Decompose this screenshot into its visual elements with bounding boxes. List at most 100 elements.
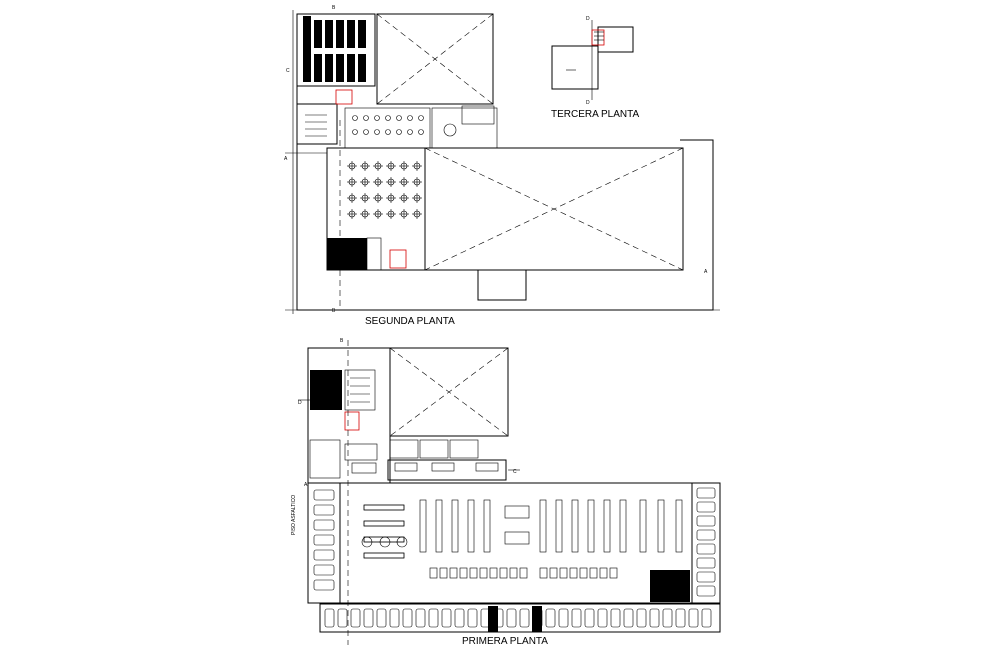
checkout <box>569 567 578 579</box>
section-mark-d-bottom: D <box>586 100 590 106</box>
parked-car <box>675 608 686 628</box>
first-floor-plan: D C B A PISO ASFALTICO <box>291 338 721 645</box>
checkout <box>449 567 458 579</box>
parking-row <box>319 603 721 633</box>
parked-car <box>402 608 413 628</box>
parked-car <box>428 608 439 628</box>
section-mark-b-top: B <box>332 5 336 11</box>
shelf-unit <box>363 504 405 511</box>
first-floor-title: PRIMERA PLANTA <box>462 636 548 647</box>
shelf-unit <box>675 499 683 553</box>
parked-car <box>350 608 361 628</box>
parked-car <box>701 608 712 628</box>
parked-car <box>696 543 716 555</box>
shelf-unit <box>363 520 405 527</box>
parked-car <box>696 515 716 527</box>
parked-car <box>696 501 716 513</box>
section-mark-d-first: D <box>298 400 302 406</box>
shelf-unit <box>435 499 443 553</box>
display-table <box>504 531 530 545</box>
parked-car <box>571 608 582 628</box>
second-floor-upper-hall <box>376 13 494 105</box>
checkout <box>509 567 518 579</box>
dining-table <box>363 115 369 121</box>
shelf-unit <box>363 552 405 559</box>
third-floor-room <box>551 45 599 90</box>
seating-block <box>336 54 344 82</box>
parked-car <box>313 489 335 501</box>
parked-car <box>376 608 387 628</box>
kiosk <box>379 536 391 548</box>
second-floor-title: SEGUNDA PLANTA <box>365 316 455 327</box>
parked-car <box>313 564 335 576</box>
seating-block <box>347 54 355 82</box>
parked-car <box>558 608 569 628</box>
seating-block <box>358 20 366 48</box>
parked-car <box>610 608 621 628</box>
parked-car <box>506 608 517 628</box>
auditorium-block <box>296 13 376 87</box>
shelf-unit <box>483 499 491 553</box>
parked-car <box>696 557 716 569</box>
parked-car <box>313 549 335 561</box>
dining-table <box>418 129 424 135</box>
parked-car <box>313 534 335 546</box>
checkout <box>609 567 618 579</box>
checkout <box>469 567 478 579</box>
dining-table <box>352 115 358 121</box>
parked-car <box>441 608 452 628</box>
section-mark-a-right: A <box>704 269 708 275</box>
section-mark-d-top: D <box>586 16 590 22</box>
dining-table <box>352 129 358 135</box>
shelf-unit <box>657 499 665 553</box>
dining-table <box>374 115 380 121</box>
dining-table <box>385 115 391 121</box>
seating-block <box>314 54 322 82</box>
dining-table <box>385 129 391 135</box>
shelf-unit <box>467 499 475 553</box>
parked-car <box>545 608 556 628</box>
dining-table <box>374 129 380 135</box>
parked-car <box>649 608 660 628</box>
market-floor <box>339 482 693 604</box>
seating-block <box>325 20 333 48</box>
dining-table <box>396 115 402 121</box>
parked-car <box>696 487 716 499</box>
parked-car <box>696 585 716 597</box>
checkout <box>429 567 438 579</box>
parked-car <box>454 608 465 628</box>
section-mark-a-first: A <box>304 482 308 488</box>
shelf-unit <box>451 499 459 553</box>
checkout <box>439 567 448 579</box>
shelf-unit <box>639 499 647 553</box>
third-floor-title: TERCERA PLANTA <box>551 109 639 120</box>
display-table <box>504 505 530 519</box>
section-mark-b: B <box>332 308 336 314</box>
kiosk <box>396 536 408 548</box>
dining-table <box>407 115 413 121</box>
checkout <box>589 567 598 579</box>
third-floor-stair-room <box>597 26 634 53</box>
dining-table <box>418 115 424 121</box>
seating-block <box>358 54 366 82</box>
checkout <box>559 567 568 579</box>
kiosk <box>361 536 373 548</box>
seating-block <box>325 54 333 82</box>
parked-car <box>636 608 647 628</box>
section-mark-a-left: A <box>284 156 288 162</box>
parked-car <box>324 608 335 628</box>
checkout <box>539 567 548 579</box>
checkout <box>499 567 508 579</box>
seating-block <box>336 20 344 48</box>
parked-car <box>313 519 335 531</box>
parked-car <box>313 504 335 516</box>
second-floor-annex <box>477 269 527 301</box>
parked-car <box>662 608 673 628</box>
shelf-unit <box>587 499 595 553</box>
third-floor-plan: D D <box>551 16 634 106</box>
second-floor-plan: A A C B B <box>284 5 720 314</box>
parked-car <box>337 608 348 628</box>
shelf-unit <box>603 499 611 553</box>
parked-car <box>597 608 608 628</box>
